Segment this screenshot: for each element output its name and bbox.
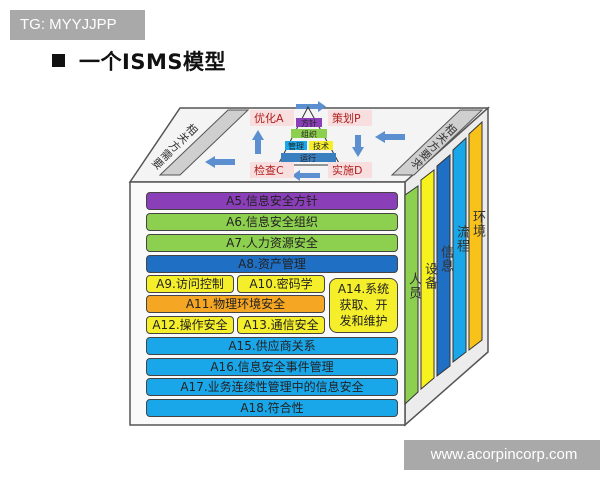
stakeholder-needs-slab [158,109,250,176]
control-a18: A18.符合性 [146,399,398,417]
control-a13: A13.通信安全 [237,316,325,334]
control-a12: A12.操作安全 [146,316,234,334]
watermark-bottom-right: www.acorpincorp.com [404,440,600,470]
control-a9: A9.访问控制 [146,275,234,293]
pyramid-management: 管理 [288,141,304,151]
pdca-arrows [205,101,405,181]
control-a17: A17.业务连续性管理中的信息安全 [146,378,398,396]
pdca-do: 实施D [332,163,362,177]
control-a16: A16.信息安全事件管理 [146,358,398,376]
control-a15: A15.供应商关系 [146,337,398,355]
pyramid-operation: 运行 [300,153,316,163]
pyramid-technology: 技术 [313,141,329,151]
control-a8: A8.资产管理 [146,255,398,273]
control-a7: A7.人力资源安全 [146,234,398,252]
side-col-people: 人员 [406,272,421,300]
pyramid-organization: 组织 [301,129,317,139]
control-a6: A6.信息安全组织 [146,213,398,231]
control-a10: A10.密码学 [237,275,325,293]
control-a14: A14.系统获取、开发和维护 [329,278,398,333]
side-col-equipment: 设备 [422,262,437,290]
side-col-environment: 环境 [470,210,485,238]
pdca-check: 检查C [254,163,284,177]
title-text: 一个ISMS模型 [79,50,226,74]
watermark-top-left: TG: MYYJJPP [10,10,145,40]
pdca-act: 优化A [254,111,284,125]
side-col-information: 信息 [438,245,453,273]
page-title: 一个ISMS模型 [52,46,226,76]
control-a11: A11.物理环境安全 [146,295,325,313]
bullet-square-icon [52,54,65,67]
control-a5: A5.信息安全方针 [146,192,398,210]
pyramid-policy: 方针 [301,118,317,128]
pdca-plan: 策划P [332,111,361,125]
side-col-process: 流程 [454,225,469,253]
stakeholder-requirements-slab [390,109,484,176]
